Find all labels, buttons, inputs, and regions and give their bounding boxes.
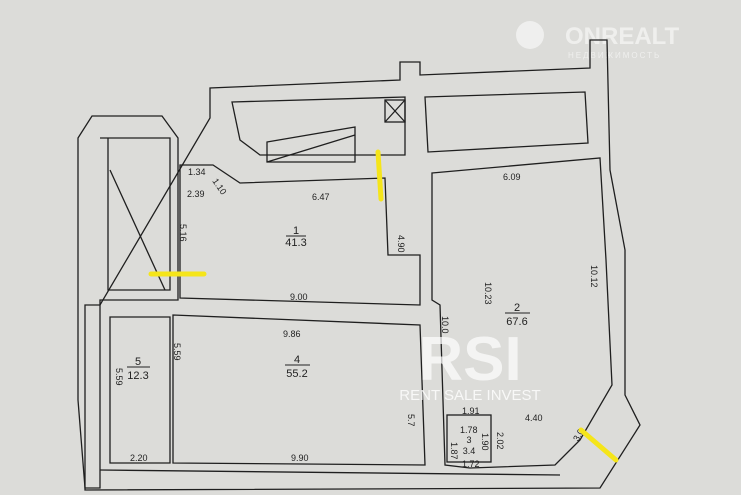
svg-text:10.23: 10.23 [483,282,493,305]
svg-text:2.02: 2.02 [495,432,505,450]
room-1: 1 41.3 [285,225,306,249]
svg-text:10.0: 10.0 [440,316,450,334]
svg-text:4: 4 [294,354,300,366]
svg-text:RSI: RSI [418,325,521,394]
svg-text:3: 3 [466,435,471,445]
svg-text:55.2: 55.2 [286,368,307,380]
svg-text:3.4: 3.4 [463,446,476,456]
svg-text:6.09: 6.09 [503,172,521,182]
dimension-labels: 1.34 2.39 1.10 6.47 5.16 4.90 6.09 10.12… [114,167,599,469]
highlight-mark-corner [578,427,619,463]
svg-text:4.40: 4.40 [525,413,543,423]
svg-text:1: 1 [293,225,299,237]
svg-text:5.7: 5.7 [406,414,416,427]
svg-text:4.90: 4.90 [396,235,406,253]
svg-text:9.86: 9.86 [283,329,301,339]
svg-text:1.72: 1.72 [462,459,480,469]
svg-text:RENT SALE INVEST: RENT SALE INVEST [399,387,540,404]
svg-text:6.47: 6.47 [312,192,330,202]
svg-text:1.78: 1.78 [460,425,478,435]
svg-text:2.20: 2.20 [130,453,148,463]
svg-text:1.87: 1.87 [449,442,459,460]
room-2: 2 67.6 [505,302,530,328]
svg-text:1.10: 1.10 [210,176,228,196]
highlight-marks [148,149,619,463]
svg-text:67.6: 67.6 [506,316,527,328]
svg-text:1.34: 1.34 [188,167,206,177]
svg-text:12.3: 12.3 [127,370,148,382]
walls [77,39,641,491]
room-3: 3 3.4 [463,435,476,456]
svg-text:9.90: 9.90 [291,453,309,463]
onrealt-watermark: ONREALT НЕДВИЖИМОСТЬ [516,21,680,60]
svg-text:9.00: 9.00 [290,292,308,302]
svg-text:41.3: 41.3 [285,237,306,249]
svg-text:1.91: 1.91 [462,406,480,416]
rsi-watermark: RSI RENT SALE INVEST [399,325,540,404]
room-5: 5 12.3 [127,356,150,382]
svg-text:5.59: 5.59 [114,368,124,386]
svg-text:10.12: 10.12 [589,265,599,288]
highlight-mark-top [375,149,384,202]
svg-text:2.39: 2.39 [187,189,205,199]
svg-text:5: 5 [135,356,141,368]
svg-text:2: 2 [514,302,520,314]
svg-text:5.59: 5.59 [172,343,182,361]
svg-text:ONREALT: ONREALT [565,23,680,50]
svg-text:НЕДВИЖИМОСТЬ: НЕДВИЖИМОСТЬ [568,51,661,60]
svg-text:5.16: 5.16 [178,224,188,242]
svg-text:1.90: 1.90 [480,433,490,451]
room-4: 4 55.2 [285,354,310,380]
